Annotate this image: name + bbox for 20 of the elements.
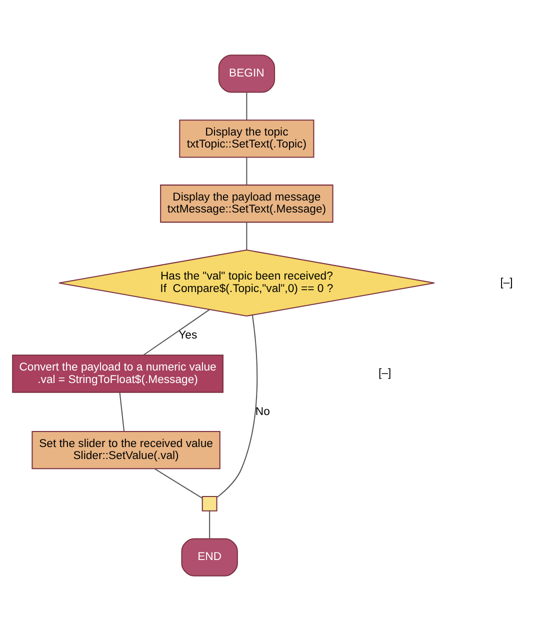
node-diamond: Has the "val" topic been received? If Compare$(.Topic,"val",0) == 0 ?: [58, 250, 435, 317]
node-box: Display the topic txtTopic::SetText(.Topic): [179, 120, 314, 158]
node-box: BEGIN: [218, 54, 276, 93]
connector: [246, 92, 248, 120]
connector: [154, 468, 202, 498]
connector: [246, 158, 248, 185]
connector: [143, 309, 210, 356]
node-box: Display the payload message txtMessage::SetText(.Message): [160, 184, 334, 223]
connector: [246, 222, 248, 250]
edge-label: No: [255, 406, 270, 418]
node-box: Set the slider to the received value Slider::SetValue(.val): [32, 431, 220, 470]
connector: [216, 315, 258, 498]
label: [–]: [378, 368, 392, 380]
node-box: END: [181, 538, 238, 576]
node-box: Convert the payload to a numeric value .val = StringToFloat$(.Message): [12, 354, 224, 393]
connector: [119, 392, 125, 432]
edge-label: Yes: [178, 329, 198, 342]
label: [–]: [500, 276, 513, 289]
node-box: [202, 496, 218, 512]
connector: [209, 511, 210, 538]
